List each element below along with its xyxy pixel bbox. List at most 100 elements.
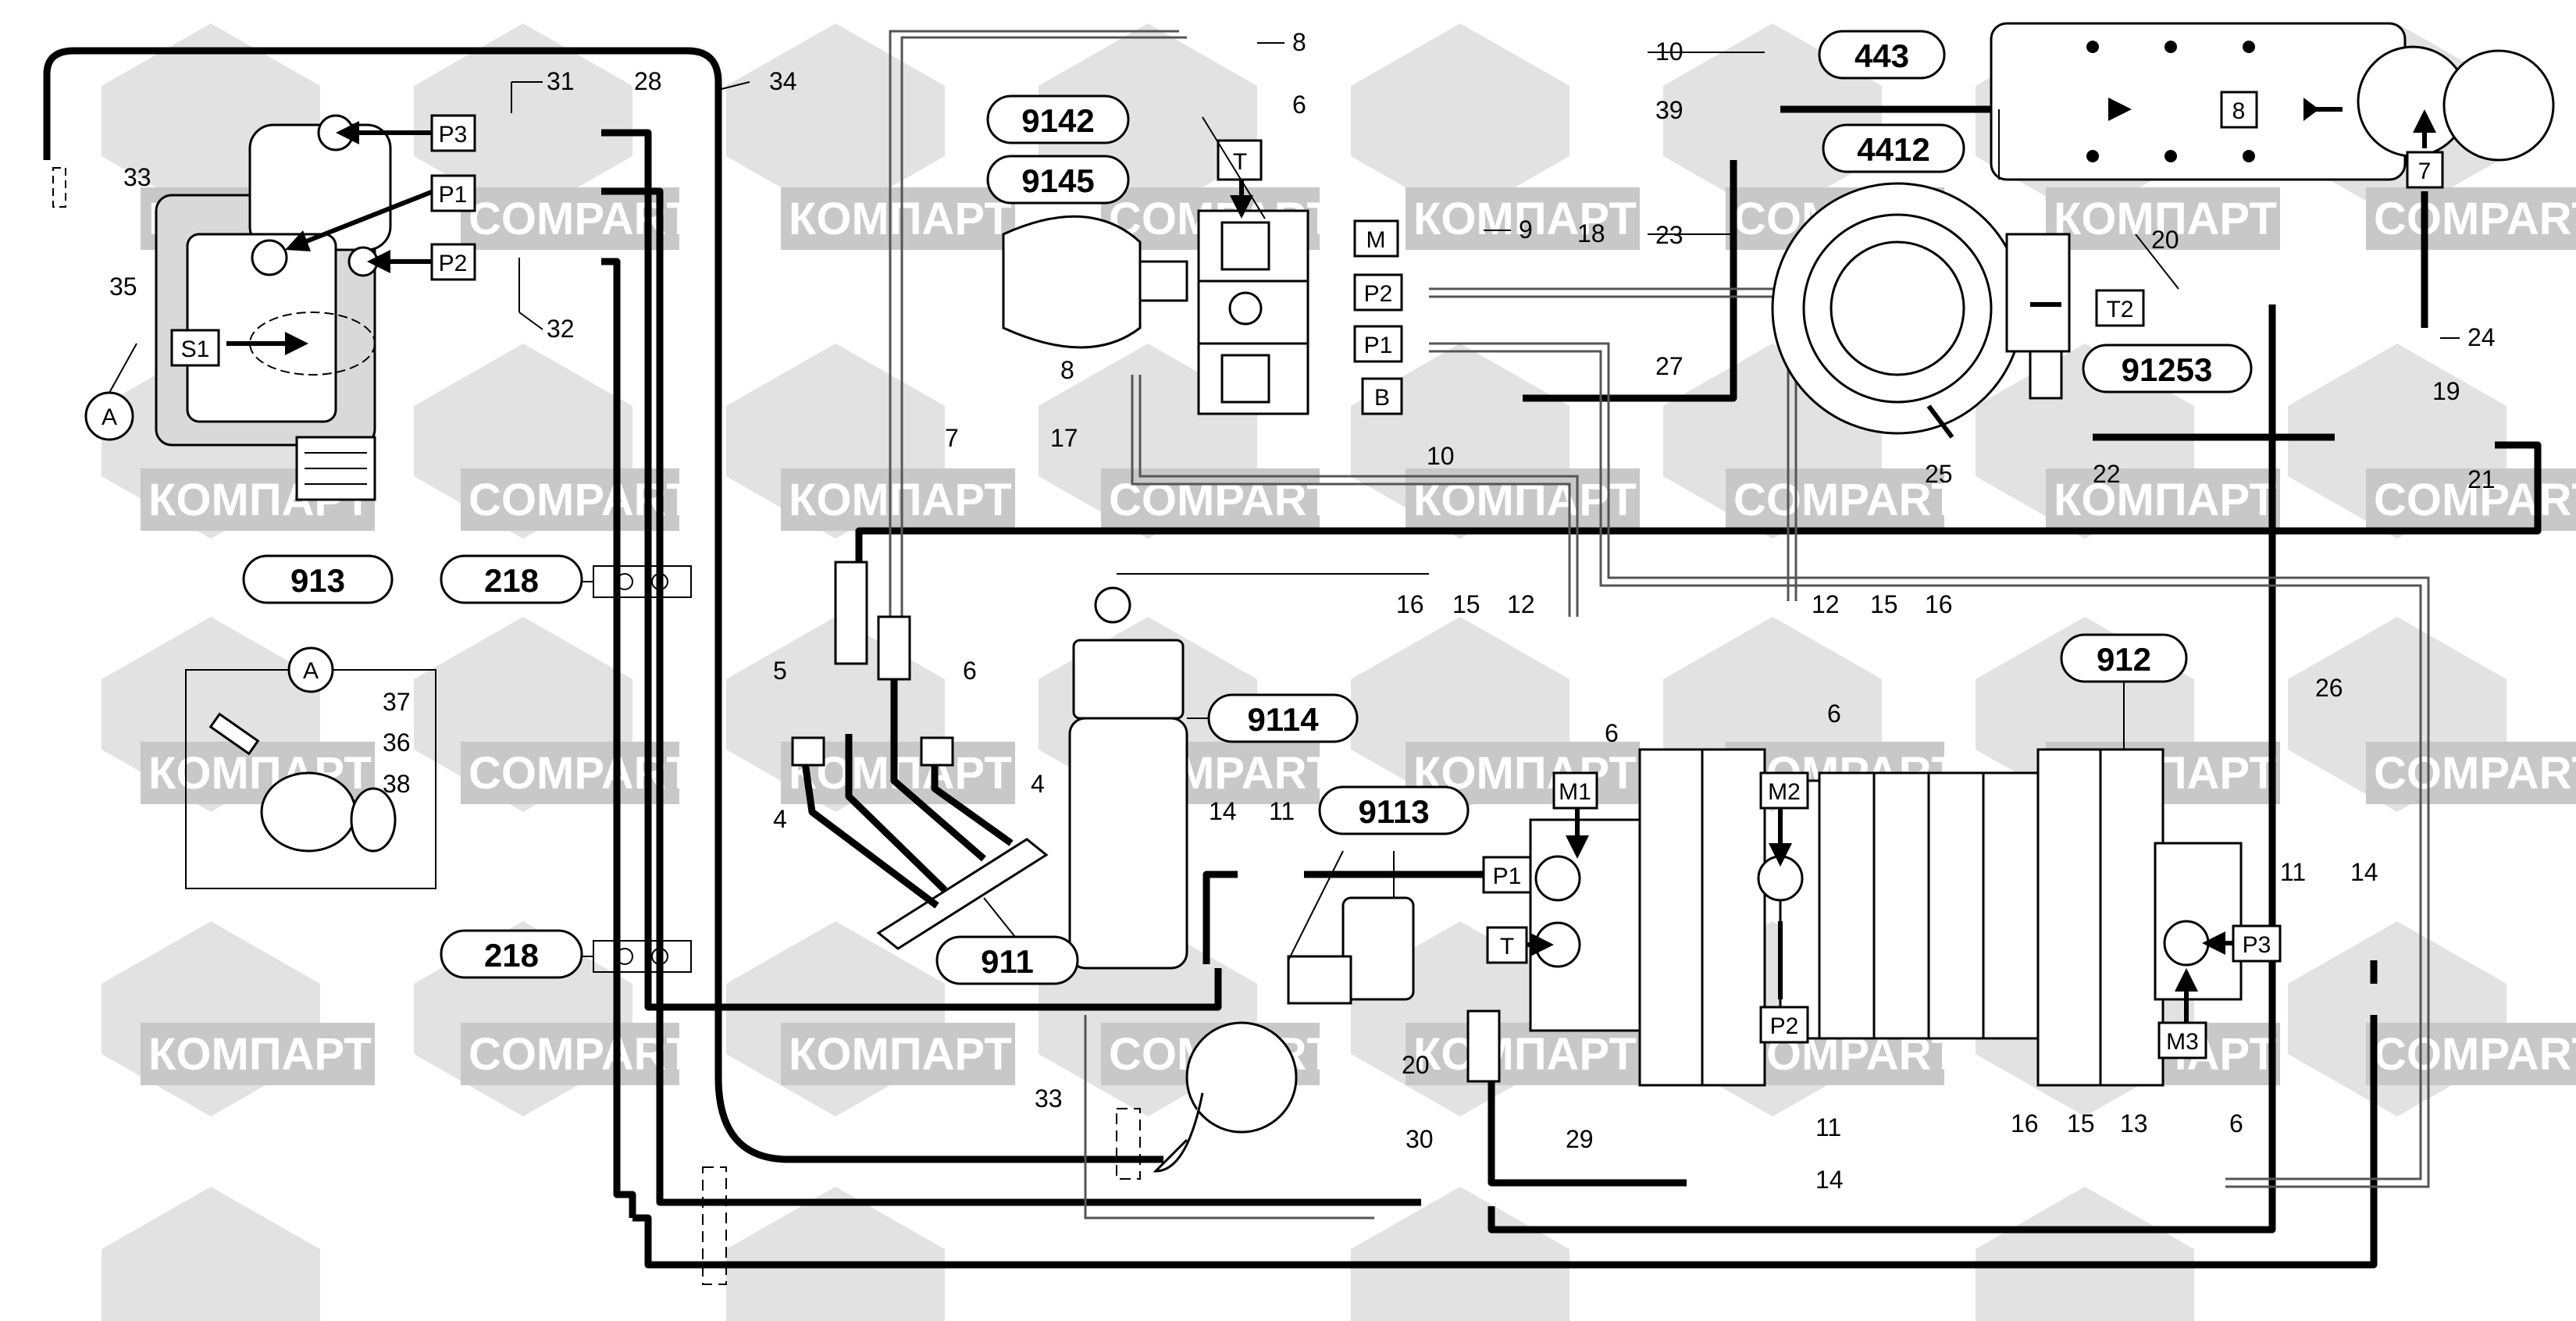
watermark-text: КОМПАРТ <box>789 194 1012 244</box>
label-4412: 4412 <box>1857 131 1929 168</box>
detail-a-ref: A <box>102 404 117 430</box>
cylinder-443 <box>1990 22 2555 181</box>
callout-20b: 20 <box>1402 1051 1430 1079</box>
watermark-text: COMPART <box>1733 475 1959 525</box>
callout-26: 26 <box>2315 674 2343 702</box>
callout-9: 9 <box>1519 215 1533 244</box>
callout-6d: 6 <box>963 657 977 685</box>
watermark-text: КОМПАРТ <box>2054 194 2277 244</box>
port-b-valve: B <box>1374 385 1390 411</box>
label-443: 443 <box>1855 37 1909 74</box>
filter-9114 <box>1068 586 1188 970</box>
hub-4412 <box>1771 182 2071 435</box>
callout-19: 19 <box>2432 377 2460 405</box>
callout-10a: 10 <box>1427 442 1455 470</box>
label-9114: 9114 <box>1247 701 1319 738</box>
port-p3-pump: P3 <box>439 122 468 148</box>
flow-arrows <box>226 98 2436 1038</box>
watermark-text: КОМПАРТ <box>1413 475 1637 525</box>
callout-24: 24 <box>2467 323 2496 351</box>
leader-lines <box>511 42 2460 961</box>
callout-20a: 20 <box>2151 226 2179 254</box>
manifold-911 <box>791 561 1049 950</box>
watermark-text: КОМПАРТ <box>1413 1029 1637 1080</box>
label-913: 913 <box>290 562 345 599</box>
callout-21: 21 <box>2467 465 2496 493</box>
detail-markers: A A <box>84 343 319 684</box>
callout-39: 39 <box>1655 96 1683 124</box>
callout-16a: 16 <box>1396 590 1424 618</box>
callout-6a: 6 <box>1292 91 1306 119</box>
label-912: 912 <box>2097 641 2151 678</box>
callout-17: 17 <box>1050 424 1078 452</box>
port-t-block: T <box>1500 934 1514 960</box>
label-218-bottom: 218 <box>484 937 539 974</box>
callout-12b: 12 <box>1812 590 1840 618</box>
callout-15a: 15 <box>1452 590 1480 618</box>
port-labels: P3 P1 P2 S1 T M P2 P1 B T2 8 7 M1 M2 P1 … <box>170 91 2444 1059</box>
port-p2-valve: P2 <box>1364 281 1393 307</box>
callout-30: 30 <box>1406 1125 1434 1153</box>
callout-15c: 15 <box>2067 1109 2095 1138</box>
callout-15b: 15 <box>1870 590 1898 618</box>
callout-6e: 6 <box>2229 1109 2243 1138</box>
callout-35: 35 <box>109 272 137 301</box>
port-p2-block: P2 <box>1770 1013 1799 1039</box>
callout-27: 27 <box>1655 352 1683 380</box>
watermark-text: КОМПАРТ <box>789 1029 1012 1080</box>
watermark-layer: КОМПАРТ COMPART КОМПАРТ COMPART КОМПАРТ … <box>102 23 2576 1321</box>
watermark-text: COMPART <box>2374 194 2576 244</box>
callout-33a: 33 <box>123 163 151 191</box>
callout-16c: 16 <box>2011 1109 2039 1138</box>
detail-a-title: A <box>303 658 319 684</box>
callout-5: 5 <box>773 657 787 685</box>
port-m2: M2 <box>1768 779 1801 805</box>
callout-22: 22 <box>2093 460 2121 488</box>
callout-37: 37 <box>383 688 411 716</box>
callout-33b: 33 <box>1035 1084 1063 1113</box>
watermark-text: COMPART <box>2374 475 2576 525</box>
port-p2-pump: P2 <box>439 251 468 276</box>
label-9113: 9113 <box>1358 793 1429 830</box>
port-m3: M3 <box>2166 1029 2199 1055</box>
callout-12a: 12 <box>1507 590 1535 618</box>
callout-32: 32 <box>547 315 575 343</box>
label-218-top: 218 <box>484 562 539 599</box>
callout-38: 38 <box>383 770 411 798</box>
callout-7: 7 <box>945 424 959 452</box>
callout-31: 31 <box>547 67 575 95</box>
valve-block-9142 <box>1002 209 1309 415</box>
label-9145: 9145 <box>1021 162 1094 199</box>
callout-6c: 6 <box>1827 700 1841 728</box>
callout-16b: 16 <box>1925 590 1953 618</box>
hydraulic-hoses <box>43 47 2542 1269</box>
port-s1: S1 <box>181 336 210 362</box>
port-box-7: 7 <box>2418 158 2432 184</box>
watermark-text: КОМПАРТ <box>148 1029 372 1080</box>
watermark-text: КОМПАРТ <box>2054 475 2277 525</box>
valve-9113 <box>1287 896 1501 1083</box>
assembly-labels: 913 218 218 9142 9145 443 4412 91253 911… <box>242 30 2253 985</box>
callout-11c: 11 <box>1815 1113 1841 1141</box>
pilot-lines <box>52 30 2430 1285</box>
callout-29: 29 <box>1566 1125 1594 1153</box>
label-9142: 9142 <box>1021 102 1094 139</box>
port-box-8: 8 <box>2232 98 2246 124</box>
port-p1-pump: P1 <box>439 182 468 208</box>
control-valve-912 <box>1529 748 2243 1087</box>
clamps-218 <box>578 565 692 973</box>
callout-28: 28 <box>634 67 662 95</box>
port-p1-block: P1 <box>1493 863 1522 889</box>
watermark-text: COMPART <box>1109 475 1334 525</box>
watermark-text: КОМПАРТ <box>1413 194 1637 244</box>
callout-11b: 11 <box>2280 858 2306 886</box>
callout-36: 36 <box>383 728 411 757</box>
callout-25: 25 <box>1925 460 1953 488</box>
callout-8a: 8 <box>1292 28 1306 56</box>
callout-8b: 8 <box>1060 356 1074 384</box>
port-m1: M1 <box>1559 779 1591 805</box>
detail-a <box>185 646 436 889</box>
flange <box>1153 1021 1298 1173</box>
label-91253: 91253 <box>2122 351 2213 388</box>
